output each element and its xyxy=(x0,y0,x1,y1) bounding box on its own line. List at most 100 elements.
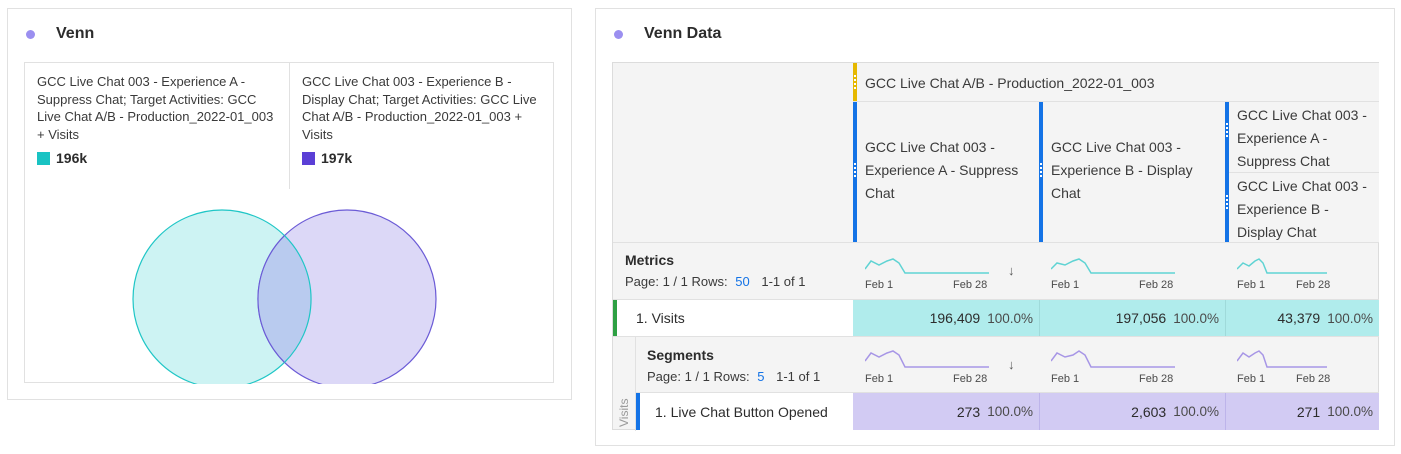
cell-percent: 100.0% xyxy=(1327,310,1373,326)
spark-start-label: Feb 1 xyxy=(1237,279,1266,291)
segment-cell-intersection[interactable]: 271 100.0% xyxy=(1225,393,1379,430)
column-header-experience-b-label: GCC Live Chat 003 - Experience B - Displ… xyxy=(1051,139,1193,201)
divider xyxy=(635,337,636,431)
column-header-intersection-bottom-label: GCC Live Chat 003 - Experience B - Displ… xyxy=(1237,178,1367,240)
spark-start-label: Feb 1 xyxy=(865,279,894,291)
group-header-label: GCC Live Chat A/B - Production_2022-01_0… xyxy=(865,75,1155,91)
segment-sparkline-3 xyxy=(1237,350,1327,368)
cell-percent: 100.0% xyxy=(1327,404,1373,419)
visits-cell-experience-b[interactable]: 197,056 100.0% xyxy=(1039,300,1225,336)
cell-value: 43,379 xyxy=(1277,310,1321,326)
segments-range: 1-1 of 1 xyxy=(776,369,821,384)
column-header-experience-b[interactable]: GCC Live Chat 003 - Experience B - Displ… xyxy=(1043,102,1225,242)
group-header[interactable]: GCC Live Chat A/B - Production_2022-01_0… xyxy=(853,63,1379,101)
metric-sparkline-1 xyxy=(865,258,989,274)
spark-start-label: Feb 1 xyxy=(1051,279,1080,291)
cell-percent: 100.0% xyxy=(987,404,1033,419)
spark-end-label: Feb 28 xyxy=(953,373,988,385)
segment-cell-experience-b[interactable]: 2,603 100.0% xyxy=(1039,393,1225,430)
segments-title: Segments xyxy=(647,347,714,363)
visits-cell-experience-a[interactable]: 196,409 100.0% xyxy=(853,300,1039,336)
legend-segment-b-label: GCC Live Chat 003 - Experience B - Displ… xyxy=(302,74,537,142)
drag-handle-icon[interactable] xyxy=(1040,163,1042,177)
segment-b-swatch-icon xyxy=(302,152,315,166)
spark-end-label: Feb 28 xyxy=(1296,373,1331,385)
table-row-visits[interactable]: 1. Visits xyxy=(613,300,853,336)
panel-dot-icon xyxy=(26,29,35,39)
column-header-intersection-bottom[interactable]: GCC Live Chat 003 - Experience B - Displ… xyxy=(1229,173,1379,242)
column-header-experience-a[interactable]: GCC Live Chat 003 - Experience A - Suppr… xyxy=(857,102,1039,242)
segments-page-label: Page: 1 / 1 xyxy=(647,369,710,384)
divider xyxy=(853,101,1379,102)
metrics-header: Metrics Page: 1 / 1 Rows: 50 1-1 of 1 xyxy=(625,252,805,289)
segment-sparkline-2 xyxy=(1051,350,1175,368)
cell-value: 196,409 xyxy=(929,310,981,326)
divider xyxy=(636,392,1379,393)
cell-percent: 100.0% xyxy=(1173,310,1219,326)
drag-handle-icon[interactable] xyxy=(1226,195,1228,209)
venn-card: GCC Live Chat 003 - Experience A - Suppr… xyxy=(24,62,554,384)
cell-value: 197,056 xyxy=(1115,310,1167,326)
cell-percent: 100.0% xyxy=(1173,404,1219,419)
table-row-visits-label: 1. Visits xyxy=(636,310,685,326)
venn-intersection-edge-a xyxy=(284,235,312,363)
table-row-segment-label: 1. Live Chat Button Opened xyxy=(655,403,828,420)
divider xyxy=(1229,172,1379,173)
spark-start-label: Feb 1 xyxy=(865,373,894,385)
cell-percent: 100.0% xyxy=(987,310,1033,326)
divider xyxy=(613,299,1379,300)
drag-handle-icon[interactable] xyxy=(1226,123,1228,137)
spark-end-label: Feb 28 xyxy=(1296,279,1331,291)
venn-data-panel: Venn Data GCC Live Chat A/B - Production… xyxy=(595,8,1395,446)
column-header-intersection-top[interactable]: GCC Live Chat 003 - Experience A - Suppr… xyxy=(1229,102,1379,172)
sort-descending-icon[interactable]: ↓ xyxy=(1008,263,1015,278)
segments-header: Segments Page: 1 / 1 Rows: 5 1-1 of 1 xyxy=(647,347,820,384)
spark-end-label: Feb 28 xyxy=(953,279,988,291)
metrics-page-label: Page: 1 / 1 xyxy=(625,274,688,289)
drag-handle-icon[interactable] xyxy=(854,163,856,177)
freeform-table: GCC Live Chat A/B - Production_2022-01_0… xyxy=(612,62,1379,431)
drag-handle-icon[interactable] xyxy=(854,75,856,89)
divider xyxy=(613,242,1379,243)
segments-pager: Page: 1 / 1 Rows: 5 1-1 of 1 xyxy=(647,369,820,384)
panel-dot-icon xyxy=(614,29,623,39)
legend-segment-a-label: GCC Live Chat 003 - Experience A - Suppr… xyxy=(37,74,274,142)
legend-segment-a-value: 196k xyxy=(56,150,88,166)
segments-rows-label: Rows: xyxy=(713,369,750,384)
segment-a-swatch-icon xyxy=(37,152,50,166)
legend-segment-b-value: 197k xyxy=(321,150,353,166)
segments-rows-dropdown[interactable]: 5 xyxy=(757,369,765,384)
spark-end-label: Feb 28 xyxy=(1139,373,1174,385)
venn-intersection-edge-b xyxy=(257,235,285,363)
spark-end-label: Feb 28 xyxy=(1139,279,1174,291)
segment-sparkline-1 xyxy=(865,350,989,368)
divider xyxy=(613,336,1379,337)
segment-cell-experience-a[interactable]: 273 100.0% xyxy=(853,393,1039,430)
metrics-rows-label: Rows: xyxy=(691,274,728,289)
column-header-bar xyxy=(1225,102,1229,242)
metrics-title: Metrics xyxy=(625,252,675,268)
spark-start-label: Feb 1 xyxy=(1237,373,1266,385)
column-header-intersection-top-label: GCC Live Chat 003 - Experience A - Suppr… xyxy=(1237,107,1367,169)
cell-value: 271 xyxy=(1296,403,1321,420)
legend-segment-a[interactable]: GCC Live Chat 003 - Experience A - Suppr… xyxy=(25,63,290,189)
cell-value: 2,603 xyxy=(1131,403,1167,420)
metric-sparkline-3 xyxy=(1237,258,1327,274)
side-label-visits: Visits xyxy=(617,398,631,427)
visits-cell-intersection[interactable]: 43,379 100.0% xyxy=(1225,300,1379,336)
venn-panel-title: Venn xyxy=(56,25,95,42)
sort-descending-icon[interactable]: ↓ xyxy=(1008,357,1015,372)
metrics-rows-dropdown[interactable]: 50 xyxy=(735,274,750,289)
metric-sparkline-2 xyxy=(1051,258,1175,274)
legend-segment-b[interactable]: GCC Live Chat 003 - Experience B - Displ… xyxy=(290,63,554,189)
cell-value: 273 xyxy=(956,403,981,420)
spark-start-label: Feb 1 xyxy=(1051,373,1080,385)
venn-diagram xyxy=(132,209,437,384)
venn-panel: Venn GCC Live Chat 003 - Experience A - … xyxy=(7,8,572,400)
venn-data-panel-header: Venn Data xyxy=(614,25,721,43)
venn-panel-header: Venn xyxy=(26,25,94,43)
venn-data-panel-title: Venn Data xyxy=(644,25,722,42)
metrics-pager: Page: 1 / 1 Rows: 50 1-1 of 1 xyxy=(625,274,805,289)
table-row-live-chat-button-opened[interactable]: 1. Live Chat Button Opened xyxy=(636,393,853,430)
metrics-range: 1-1 of 1 xyxy=(761,274,806,289)
